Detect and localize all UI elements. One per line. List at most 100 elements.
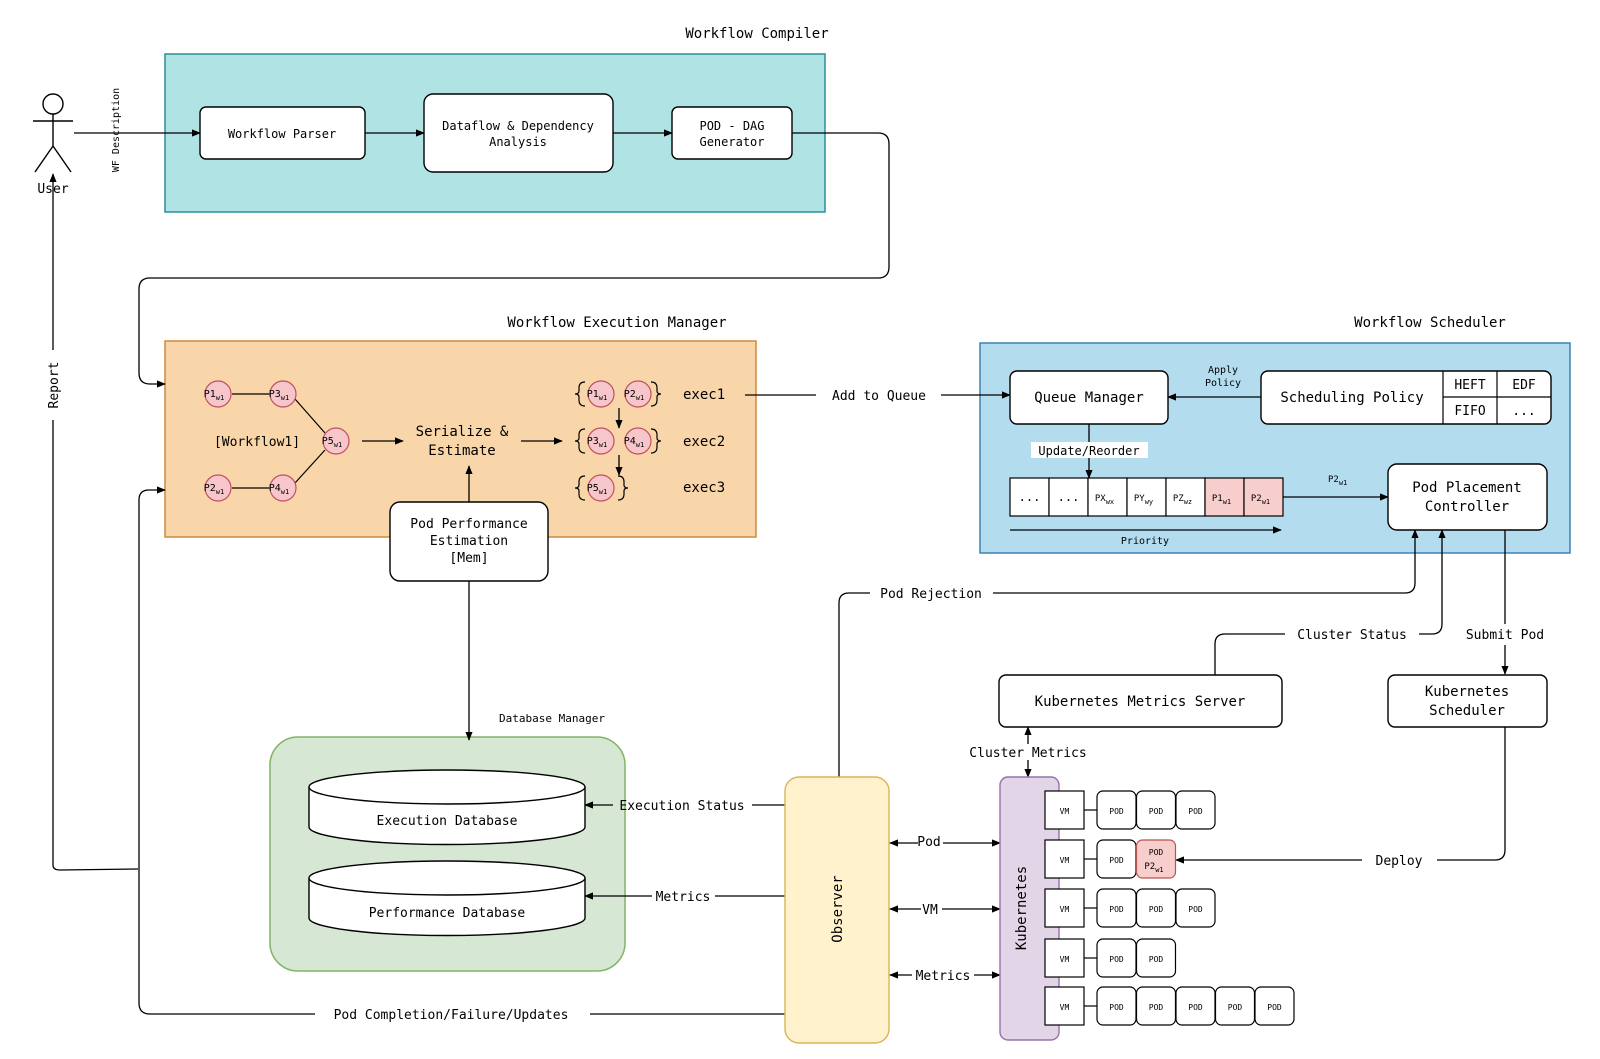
wf-description-label: WF Description — [111, 88, 122, 172]
observer-box — [784, 776, 890, 1044]
dag-to-execution-arrow — [138, 132, 890, 388]
exec3-pod-p5: P5w1 — [587, 474, 615, 502]
svg-text:P4w1: P4w1 — [624, 436, 644, 449]
queue-cell-label: P2w1 — [1251, 494, 1270, 506]
report-label: Report — [47, 362, 62, 409]
cluster-status-label: Cluster Status — [1297, 628, 1407, 643]
svg-text:P3w1: P3w1 — [269, 389, 289, 402]
execution-database-icon — [308, 769, 586, 846]
pod-label: POD — [1188, 905, 1203, 914]
svg-text:P5w1: P5w1 — [322, 436, 342, 449]
vm-edge-label: VM — [922, 903, 938, 918]
report-join — [52, 864, 139, 871]
queue-manager-label: Queue Manager — [1034, 390, 1144, 406]
cluster-metrics-bg — [968, 744, 1088, 760]
dag-pod-p5: P5w1 — [322, 427, 350, 455]
pod-label: POD — [1228, 1003, 1243, 1012]
svg-text:P1w1: P1w1 — [587, 389, 607, 402]
deployed-pod-name: P2w1 — [1144, 862, 1163, 874]
vm-label: VM — [1060, 856, 1070, 865]
vm-label: VM — [1060, 1003, 1070, 1012]
dag-label-line1: POD - DAG — [699, 119, 764, 133]
pod-dag-edges — [232, 393, 326, 489]
pod-label: POD — [1109, 905, 1124, 914]
exec3-label: exec3 — [683, 480, 725, 496]
pod-box — [1175, 888, 1216, 928]
deploy-line-a — [1437, 727, 1506, 861]
update-reorder-label: Update/Reorder — [1038, 444, 1139, 458]
workflow-parser-label: Workflow Parser — [228, 127, 336, 141]
queue-cell — [1243, 477, 1284, 517]
svg-text:P2w1: P2w1 — [624, 389, 644, 402]
scheduling-policy-label: Scheduling Policy — [1280, 390, 1423, 406]
analysis-label-line1: Dataflow & Dependency — [442, 119, 594, 133]
queue-cell — [1009, 477, 1050, 517]
pod-label: POD — [1149, 955, 1164, 964]
exec2-label: exec2 — [683, 434, 725, 450]
kubernetes-metrics-server-box — [998, 674, 1283, 728]
performance-database-label: Performance Database — [369, 906, 526, 921]
pod-rejection-label: Pod Rejection — [880, 587, 982, 602]
exec1-label: exec1 — [683, 387, 725, 403]
queue-cell-label: PXwx — [1095, 494, 1114, 506]
exec1-pod-p2: P2w1 — [624, 380, 652, 408]
queue-cell-label: P1w1 — [1212, 494, 1231, 506]
database-manager-title: Database Manager — [499, 712, 605, 725]
dag-pod-p3: P3w1 — [269, 380, 297, 408]
dag-label-line2: Generator — [699, 135, 764, 149]
policy-edf: EDF — [1512, 378, 1536, 393]
pod-box — [1175, 790, 1216, 830]
metrics-db-label: Metrics — [656, 890, 711, 905]
pod-edge-label: Pod — [917, 835, 940, 850]
dataflow-analysis-box — [423, 93, 614, 173]
kubernetes-label: Kubernetes — [1014, 866, 1030, 950]
exec1-pod-p1: P1w1 — [587, 380, 615, 408]
k8s-scheduler-line2: Scheduler — [1429, 703, 1505, 719]
policy-grid — [1442, 371, 1551, 424]
serialize-label-line2: Estimate — [428, 443, 495, 459]
submit-pod-label: Submit Pod — [1466, 628, 1544, 643]
vm-box — [1044, 986, 1085, 1026]
pod-label: POD — [1149, 848, 1164, 857]
pod-label: POD — [1149, 905, 1164, 914]
execution-database-label: Execution Database — [377, 814, 518, 829]
execution-status-label: Execution Status — [619, 799, 744, 814]
pod-rejection-line-a — [838, 592, 870, 778]
queue-cell-label: PYwy — [1134, 494, 1153, 506]
update-reorder-bg — [1031, 442, 1148, 458]
pod-estimation-line3: [Mem] — [449, 551, 488, 566]
pod-completion-label: Pod Completion/Failure/Updates — [334, 1008, 569, 1023]
cluster-status-line-a — [1214, 633, 1285, 675]
pod-estimation-line1: Pod Performance — [410, 517, 528, 532]
policy-fifo: FIFO — [1454, 404, 1485, 419]
pod-label: POD — [1149, 807, 1164, 816]
metrics-k8s-label: Metrics — [916, 969, 971, 984]
policy-heft: HEFT — [1454, 378, 1485, 393]
vm-label: VM — [1060, 807, 1070, 816]
pod-label: POD — [1188, 1003, 1203, 1012]
pod-label: POD — [1109, 807, 1124, 816]
priority-label: Priority — [1121, 536, 1169, 547]
queue-cell-label: PZwz — [1173, 494, 1192, 506]
queue-cell — [1087, 477, 1128, 517]
svg-text:P2w1: P2w1 — [204, 483, 224, 496]
pod-label: POD — [1267, 1003, 1282, 1012]
add-to-queue-label: Add to Queue — [832, 389, 926, 404]
pod-completion-line-b — [138, 486, 315, 1015]
vm-label: VM — [1060, 955, 1070, 964]
queue-cell — [1126, 477, 1167, 517]
k8s-scheduler-line1: Kubernetes — [1425, 684, 1509, 700]
vm-box — [1044, 790, 1085, 830]
deployed-pod-box — [1135, 839, 1177, 879]
user-actor-icon — [33, 93, 73, 173]
kubernetes-scheduler-box — [1387, 674, 1548, 728]
queue-cell — [1048, 477, 1089, 517]
queue-cell — [1165, 477, 1206, 517]
vm-label: VM — [1060, 905, 1070, 914]
pod-label: POD — [1149, 1003, 1164, 1012]
dag-pod-p2: P2w1 — [204, 474, 232, 502]
vm-box — [1044, 888, 1085, 928]
metrics-server-label: Kubernetes Metrics Server — [1035, 694, 1246, 710]
